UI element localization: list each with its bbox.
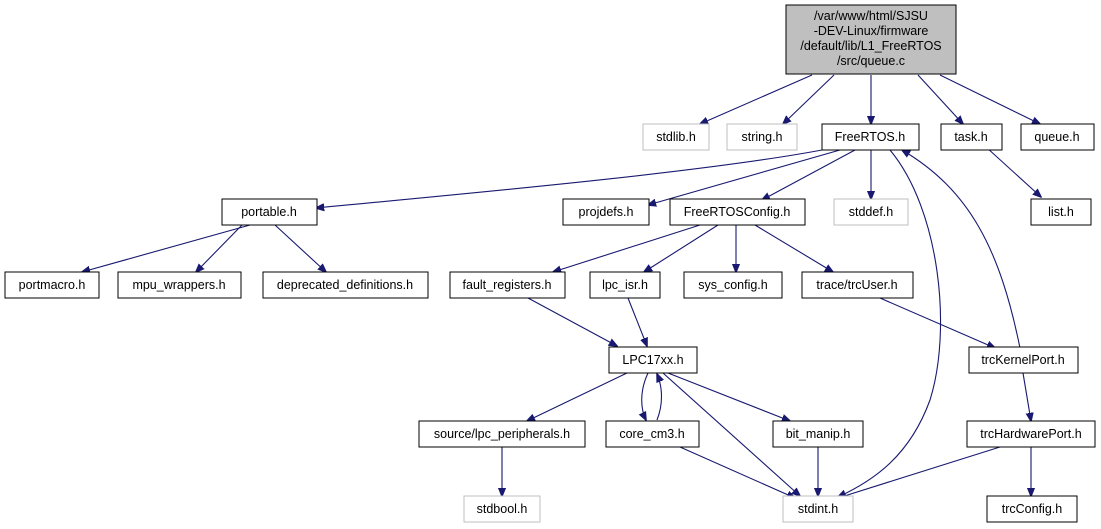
edge-lpc17xx-to-bit-manip <box>667 372 790 421</box>
node-stddef[interactable]: stddef.h <box>833 198 909 226</box>
edge-fault-registers-to-lpc17xx <box>527 297 617 346</box>
node-trchardwareport-label: trcHardwarePort.h <box>980 427 1081 441</box>
edge-task-to-list <box>985 146 1041 197</box>
edge-portable-to-mpu-wrappers <box>196 224 243 272</box>
node-stdint-label: stdint.h <box>798 502 838 516</box>
node-freertosconfig-label: FreeRTOSConfig.h <box>684 205 791 219</box>
edge-freertos-to-portable <box>316 149 823 208</box>
node-lpc-isr-label: lpc_isr.h <box>602 278 648 292</box>
edge-lpc17xx-to-core-cm3 <box>642 372 649 420</box>
node-queue[interactable]: queue.h <box>1020 123 1095 151</box>
node-trcuser-label: trace/trcUser.h <box>816 278 897 292</box>
node-list[interactable]: list.h <box>1030 198 1092 226</box>
node-portmacro-label: portmacro.h <box>19 278 86 292</box>
edge-queue-c-to-queue <box>939 74 1040 124</box>
node-stdlib-label: stdlib.h <box>656 130 696 144</box>
node-fault-registers-label: fault_registers.h <box>463 278 552 292</box>
node-portable[interactable]: portable.h <box>221 198 318 226</box>
node-trcconfig[interactable]: trcConfig.h <box>986 495 1078 523</box>
node-deprecated-definitions-label: deprecated_definitions.h <box>277 278 413 292</box>
node-list-label: list.h <box>1048 205 1074 219</box>
node-lpc-peripherals[interactable]: source/lpc_peripherals.h <box>418 420 586 448</box>
edge-freertosconfig-to-lpc-isr <box>644 224 719 272</box>
root-line-3: /default/lib/L1_FreeRTOS <box>800 39 941 53</box>
node-lpc17xx[interactable]: LPC17xx.h <box>608 346 698 374</box>
node-stdint[interactable]: stdint.h <box>782 495 854 523</box>
edge-freertosconfig-to-fault-registers <box>553 224 701 272</box>
node-portmacro[interactable]: portmacro.h <box>4 271 100 299</box>
node-queue-label: queue.h <box>1034 130 1079 144</box>
node-portable-label: portable.h <box>241 205 297 219</box>
edge-portable-to-portmacro <box>82 224 251 272</box>
edge-trckernelport-to-freertos <box>902 150 1021 349</box>
edge-trcuser-to-trckernelport <box>879 297 995 348</box>
node-lpc-isr[interactable]: lpc_isr.h <box>589 271 661 299</box>
node-sys-config-label: sys_config.h <box>698 278 768 292</box>
edge-freertos-to-projdefs <box>648 149 841 205</box>
node-trcuser[interactable]: trace/trcUser.h <box>801 271 914 299</box>
edge-queue-c-to-string <box>783 74 835 124</box>
edge-core-cm3-to-stdint <box>679 446 795 498</box>
root-line-4: /src/queue.c <box>837 54 905 68</box>
root-line-1: /var/www/html/SJSU <box>814 9 928 23</box>
node-lpc17xx-label: LPC17xx.h <box>622 353 683 367</box>
node-queue-c[interactable]: /var/www/html/SJSU -DEV-Linux/firmware /… <box>785 4 957 75</box>
node-bit-manip[interactable]: bit_manip.h <box>772 420 864 448</box>
node-core-cm3[interactable]: core_cm3.h <box>605 420 700 448</box>
node-fault-registers[interactable]: fault_registers.h <box>449 271 566 299</box>
edge-queue-c-to-stdlib <box>700 74 813 124</box>
edge-lpc-isr-to-lpc17xx <box>627 297 647 346</box>
node-task-label: task.h <box>954 130 987 144</box>
node-bit-manip-label: bit_manip.h <box>786 427 851 441</box>
node-projdefs-label: projdefs.h <box>579 205 634 219</box>
node-deprecated-definitions[interactable]: deprecated_definitions.h <box>262 271 429 299</box>
node-string[interactable]: string.h <box>726 123 798 151</box>
edge-freertos-to-stdint <box>838 149 942 497</box>
edge-lpc17xx-to-stdint <box>662 372 800 496</box>
node-stdlib[interactable]: stdlib.h <box>642 123 710 151</box>
node-lpc-peripherals-label: source/lpc_peripherals.h <box>434 427 570 441</box>
node-freertosconfig[interactable]: FreeRTOSConfig.h <box>669 198 806 226</box>
edge-portable-to-deprecated <box>274 224 326 272</box>
node-trcconfig-label: trcConfig.h <box>1002 502 1062 516</box>
edge-core-cm3-to-lpc17xx <box>657 374 662 421</box>
edges <box>82 74 1041 498</box>
node-string-label: string.h <box>742 130 783 144</box>
node-core-cm3-label: core_cm3.h <box>619 427 684 441</box>
node-stdbool[interactable]: stdbool.h <box>463 495 541 523</box>
node-trchardwareport[interactable]: trcHardwarePort.h <box>966 420 1096 448</box>
edge-freertosconfig-to-trcuser <box>754 224 833 272</box>
node-trckernelport-label: trcKernelPort.h <box>981 353 1064 367</box>
node-stdbool-label: stdbool.h <box>477 502 528 516</box>
edge-queue-c-to-task <box>917 74 963 124</box>
edge-freertos-to-freertosconfig <box>762 149 856 200</box>
edge-lpc17xx-to-lpc-peripherals <box>527 372 628 421</box>
node-mpu-wrappers[interactable]: mpu_wrappers.h <box>117 271 242 299</box>
edge-trckernelport-to-trchardwareport <box>1022 372 1031 421</box>
node-freertos[interactable]: FreeRTOS.h <box>821 123 920 151</box>
node-sys-config[interactable]: sys_config.h <box>683 271 783 299</box>
node-stddef-label: stddef.h <box>849 205 894 219</box>
node-freertos-label: FreeRTOS.h <box>835 130 905 144</box>
node-trckernelport[interactable]: trcKernelPort.h <box>968 346 1079 374</box>
edge-trchardwareport-to-stdint <box>838 446 1001 498</box>
root-line-2: -DEV-Linux/firmware <box>814 24 929 38</box>
node-task[interactable]: task.h <box>940 123 1003 151</box>
node-projdefs[interactable]: projdefs.h <box>562 198 650 226</box>
node-mpu-wrappers-label: mpu_wrappers.h <box>132 278 225 292</box>
